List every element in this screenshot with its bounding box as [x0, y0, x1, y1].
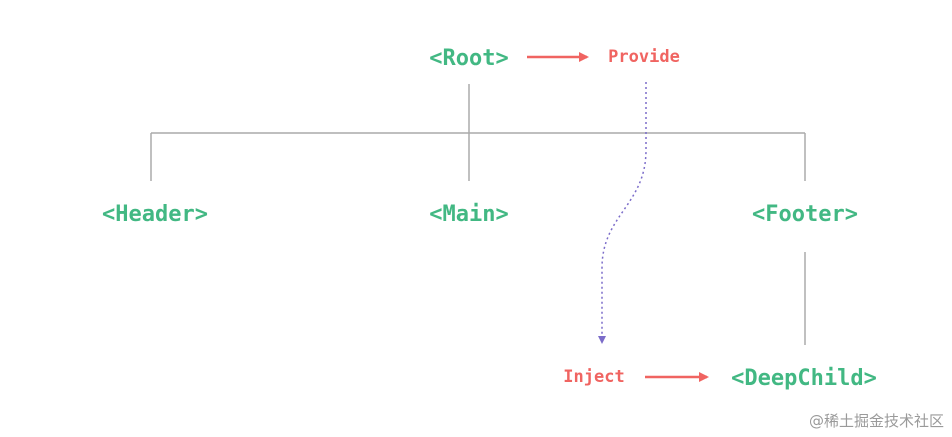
- main-node-label: <Main>: [429, 202, 508, 227]
- deepchild-node-label: <DeepChild>: [731, 366, 877, 391]
- inject-arrowhead-icon: [598, 336, 606, 344]
- root-node-label: <Root>: [429, 46, 508, 71]
- footer-node-label: <Footer>: [752, 202, 858, 227]
- inject-label: Inject: [563, 367, 624, 387]
- provide-inject-dotted-path: [601, 82, 647, 336]
- tree-connectors: [150, 84, 806, 345]
- header-node-label: <Header>: [102, 202, 208, 227]
- provide-label: Provide: [608, 47, 680, 67]
- watermark-text: @稀土掘金技术社区: [809, 412, 944, 430]
